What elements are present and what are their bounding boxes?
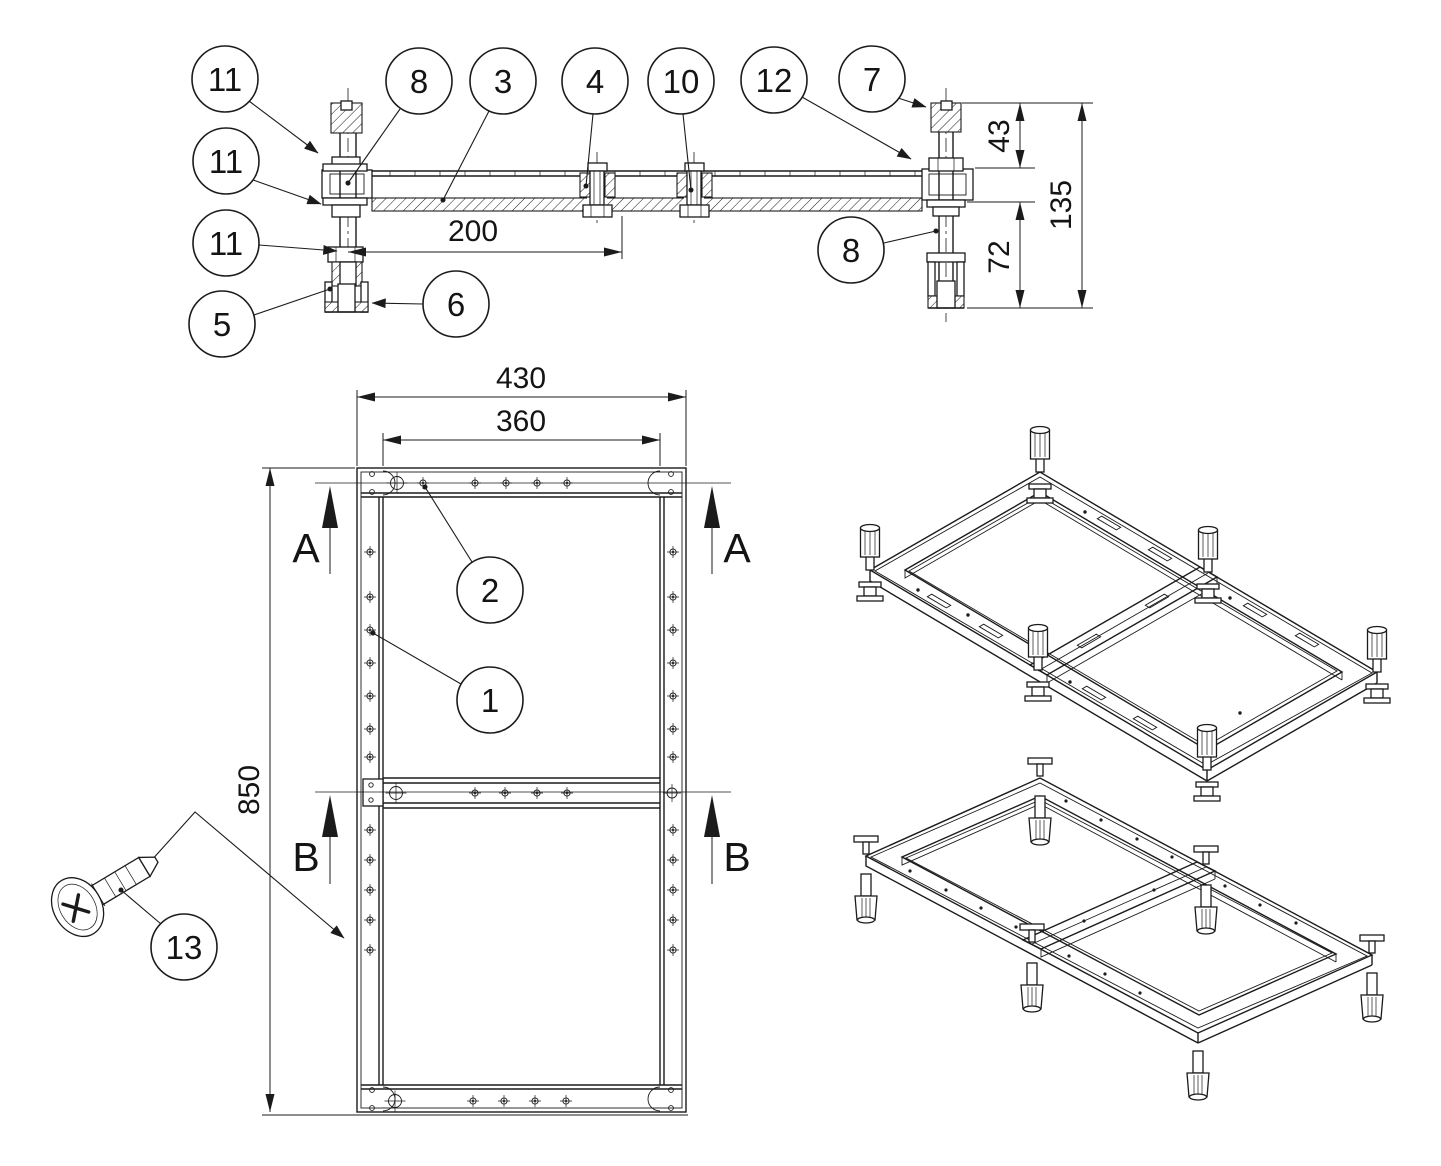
left-foot [324, 281, 369, 313]
iso-top-slots [916, 510, 1320, 731]
section-label-b-right: B [723, 834, 750, 880]
balloon-3: 3 [440, 47, 537, 203]
section-label-b-left: B [292, 834, 319, 880]
svg-text:13: 13 [166, 929, 203, 966]
balloon-11-top: 11 [191, 45, 319, 154]
dim-430-label: 430 [496, 362, 546, 395]
dim-200-label: 200 [448, 215, 498, 248]
svg-text:2: 2 [481, 572, 499, 609]
dim-360: 360 [382, 405, 661, 466]
balloon-13: 13 [118, 887, 218, 981]
bottom-plate-hatched [371, 197, 923, 212]
balloon-1: 1 [370, 630, 524, 734]
balloon-8-right: 8 [817, 216, 939, 284]
balloon-6: 6 [371, 270, 490, 338]
section-label-a-right: A [723, 525, 751, 571]
left-locknut [327, 246, 364, 263]
left-lower-nut [322, 197, 368, 206]
left-upper-nut [322, 163, 368, 172]
svg-text:5: 5 [213, 306, 231, 343]
balloon-7: 7 [838, 45, 927, 113]
right-lower-nut [926, 199, 966, 208]
right-upper-nut [928, 157, 964, 172]
balloon-5: 5 [188, 286, 333, 358]
svg-text:11: 11 [209, 225, 243, 262]
balloon-11-low: 11 [192, 209, 338, 277]
iso-view-top [856, 425, 1391, 802]
section-label-a-left: A [292, 525, 320, 571]
dim-43-label: 43 [983, 119, 1016, 152]
plan-view: A A B B 430 360 [50, 362, 751, 1116]
svg-text:8: 8 [842, 232, 860, 269]
svg-text:10: 10 [663, 63, 700, 100]
balloon-10: 10 [647, 47, 715, 193]
balloon-4: 4 [561, 47, 629, 189]
middle-cross-rail [362, 777, 660, 809]
balloon-11-mid: 11 [192, 127, 322, 205]
right-leg-assembly [921, 88, 974, 322]
section-line-b: B B [292, 791, 751, 884]
svg-text:12: 12 [756, 62, 793, 99]
balloon-2: 2 [422, 484, 524, 624]
svg-text:11: 11 [208, 61, 242, 98]
dim-430: 430 [356, 362, 687, 466]
dim-850: 850 [233, 467, 688, 1116]
svg-text:8: 8 [410, 63, 428, 100]
svg-text:4: 4 [586, 63, 604, 100]
dim-135-label: 135 [1045, 180, 1078, 230]
iso-bottom-cross-member [1021, 861, 1217, 958]
iso-bottom-holes [908, 799, 1298, 995]
frame-outer-edge [356, 467, 687, 1113]
dim-200: 200 [348, 215, 623, 259]
rail-holes [363, 472, 681, 1112]
right-foot [926, 252, 966, 309]
middle-bolt-2 [676, 152, 713, 227]
dim-360-label: 360 [496, 405, 546, 438]
balloon-12: 12 [740, 46, 912, 160]
iso-view-bottom [853, 757, 1385, 1101]
svg-text:7: 7 [863, 61, 881, 98]
dim-72-label: 72 [983, 240, 1016, 273]
section-line-a: A A [292, 482, 751, 574]
callout-balloons-section: 11 8 3 4 10 [188, 45, 939, 358]
svg-text:1: 1 [481, 682, 499, 719]
screw-detail: 13 [50, 811, 345, 981]
dim-850-label: 850 [233, 765, 266, 815]
dim-right-stack: 43 72 135 [962, 102, 1093, 309]
balloon-8-top: 8 [345, 47, 453, 186]
section-view: 200 43 72 135 11 [188, 45, 1093, 358]
svg-text:6: 6 [447, 286, 465, 323]
svg-text:11: 11 [209, 143, 243, 180]
svg-text:3: 3 [494, 63, 512, 100]
